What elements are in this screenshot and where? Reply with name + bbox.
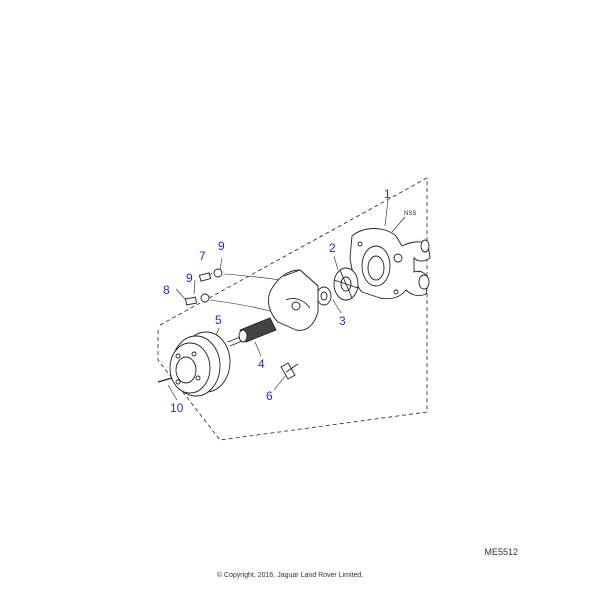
- callout-4: 4: [258, 357, 265, 371]
- callout-10: 10: [170, 401, 184, 415]
- pulley: [169, 331, 231, 397]
- assembly-boundary: [157, 177, 428, 441]
- callout-6: 6: [266, 389, 273, 403]
- bearing-spindle: [227, 317, 277, 347]
- impeller: [333, 267, 359, 301]
- callout-7: 7: [199, 249, 206, 263]
- pump-housing: [349, 228, 431, 300]
- callout-1: 1: [384, 187, 391, 201]
- callout-9-upper: 9: [218, 239, 225, 253]
- callout-8: 8: [163, 283, 170, 297]
- diagram-reference: ME5512: [484, 547, 518, 557]
- bolt-lower: [280, 362, 299, 380]
- copyright-notice: © Copyright, 2016. Jaguar Land Rover Lim…: [216, 572, 364, 579]
- seal: [316, 286, 332, 306]
- callouts: 1 2 3 4 5 6 7 8 9 9 10 NSS: [163, 187, 416, 415]
- pump-body: [267, 269, 319, 331]
- dowel-pin: [157, 377, 173, 383]
- nss-label: NSS: [404, 211, 416, 217]
- callout-5: 5: [215, 313, 222, 327]
- bolt-upper: [198, 268, 223, 282]
- bolt-lower-left: [185, 293, 210, 306]
- callout-2: 2: [329, 241, 336, 255]
- callout-9-lower: 9: [186, 271, 193, 285]
- callout-3: 3: [339, 314, 346, 328]
